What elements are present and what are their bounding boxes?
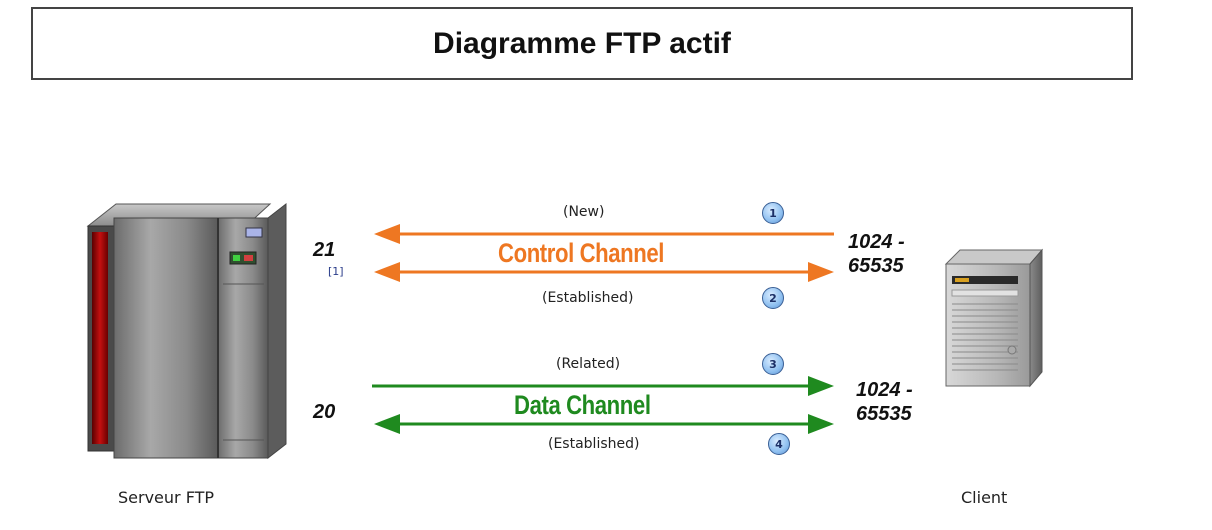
server-data-port: 20: [313, 401, 336, 423]
control-new-arrow: [374, 224, 834, 244]
data-channel-arrows: [372, 376, 834, 434]
step-badge-3: 3: [762, 353, 784, 375]
step-badge-1: 1: [762, 202, 784, 224]
title-box: Diagramme FTP actif: [31, 7, 1133, 80]
data-related-arrow: [372, 376, 834, 396]
server-caption: Serveur FTP: [118, 488, 215, 507]
control-channel-arrows: [374, 224, 834, 282]
control-established-label: (Established): [542, 290, 634, 306]
step-badge-4: 4: [768, 433, 790, 455]
client-caption: Client: [961, 488, 1008, 507]
control-channel-label: Control Channel: [498, 238, 665, 268]
diagram-title: Diagramme FTP actif: [433, 26, 731, 60]
server-control-port: 21: [313, 239, 336, 261]
server-control-ref: [1]: [328, 265, 344, 278]
client-data-port: 1024 - 65535: [856, 379, 913, 425]
data-related-label: (Related): [556, 356, 621, 372]
data-established-label: (Established): [548, 436, 640, 452]
control-established-arrow: [374, 262, 834, 282]
control-new-label: (New): [563, 204, 605, 220]
client-pc-icon: [944, 248, 1044, 388]
client-control-port: 1024 - 65535: [848, 231, 905, 277]
step-badge-2: 2: [762, 287, 784, 309]
data-established-arrow: [374, 414, 834, 434]
data-channel-label: Data Channel: [514, 390, 651, 420]
ftp-server-icon: [86, 202, 287, 460]
